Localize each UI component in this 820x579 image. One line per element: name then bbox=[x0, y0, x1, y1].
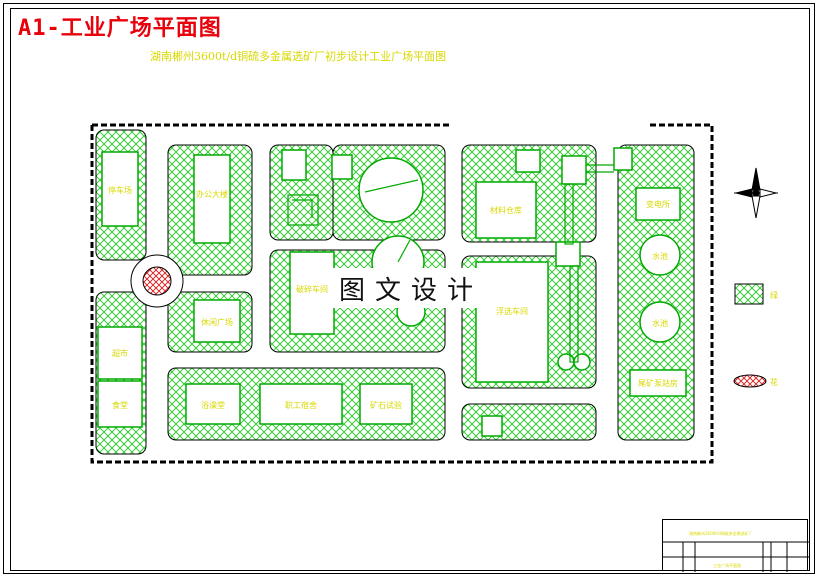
label-substation: 变电所 bbox=[646, 199, 670, 209]
building-small-6 bbox=[613, 147, 633, 171]
label-crushing: 破碎车间 bbox=[296, 284, 328, 294]
title-block: 湖南郴州3600t/d铜硫多金属选矿厂 工业广场平面图 bbox=[662, 519, 809, 572]
label-mine-lab: 矿石试验 bbox=[370, 400, 402, 410]
building-labels: 停车场 办公大楼 休闲广场 超市 食堂 浴澡堂 职工宿舍 矿石试验 破碎车间 材… bbox=[108, 185, 678, 410]
drawing-border-outer bbox=[3, 3, 815, 574]
label-bathroom: 浴澡堂 bbox=[201, 400, 225, 410]
building-small-2 bbox=[331, 154, 353, 180]
label-canteen: 食堂 bbox=[112, 400, 128, 410]
building-small-5 bbox=[561, 155, 587, 185]
drawing-subtitle: 湖南郴州3600t/d铜硫多金属选矿厂初步设计工业广场平面图 bbox=[150, 50, 447, 63]
building-office bbox=[193, 154, 231, 244]
label-office: 办公大楼 bbox=[196, 189, 228, 199]
label-water-pool-2: 水池 bbox=[652, 318, 668, 328]
legend: 绿 花 bbox=[733, 283, 778, 388]
water-pool-1 bbox=[639, 234, 681, 276]
legend-flower-label: 花 bbox=[770, 377, 778, 387]
building-warehouse bbox=[475, 181, 537, 239]
label-warehouse: 材料仓库 bbox=[490, 205, 522, 215]
title-block-project: 湖南郴州3600t/d铜硫多金属选矿厂 bbox=[689, 530, 753, 536]
legend-flower-swatch bbox=[733, 374, 767, 388]
building-small-4 bbox=[515, 149, 541, 173]
water-pool-2 bbox=[639, 301, 681, 343]
building-small-1 bbox=[281, 149, 307, 181]
building-pump-house bbox=[629, 369, 687, 397]
roundabout bbox=[130, 254, 184, 308]
building-canteen bbox=[97, 380, 143, 428]
building-substation bbox=[635, 187, 681, 221]
building-small-7 bbox=[555, 241, 581, 267]
thickener-1 bbox=[358, 157, 424, 223]
building-crushing bbox=[289, 251, 335, 335]
drawing-title: A1-工业广场平面图 bbox=[18, 16, 222, 41]
label-dormitory: 职工宿舍 bbox=[285, 400, 317, 410]
label-water-pool-1: 水池 bbox=[652, 251, 668, 261]
legend-greenery-swatch bbox=[734, 283, 764, 305]
building-bathroom bbox=[185, 383, 241, 425]
conveyors bbox=[287, 164, 614, 363]
label-pump-house: 尾矿泵站房 bbox=[638, 378, 678, 388]
site-boundary bbox=[90, 123, 714, 464]
watermark: 图文设计 bbox=[330, 268, 492, 308]
legend-greenery-label: 绿 bbox=[770, 291, 778, 300]
north-arrow-icon bbox=[734, 167, 778, 219]
building-parking bbox=[101, 151, 139, 227]
building-mine-lab bbox=[359, 383, 413, 425]
building-dormitory bbox=[259, 383, 343, 425]
title-block-drawing-name: 工业广场平面图 bbox=[713, 562, 741, 568]
building-supermarket bbox=[97, 326, 143, 380]
drawing-border-inner bbox=[10, 8, 810, 571]
label-supermarket: 超市 bbox=[112, 348, 128, 358]
label-leisure: 休闲广场 bbox=[201, 317, 233, 327]
building-leisure bbox=[193, 299, 241, 343]
label-flotation: 浮选车间 bbox=[496, 306, 528, 316]
label-parking: 停车场 bbox=[108, 185, 132, 195]
building-small-3 bbox=[481, 415, 503, 437]
